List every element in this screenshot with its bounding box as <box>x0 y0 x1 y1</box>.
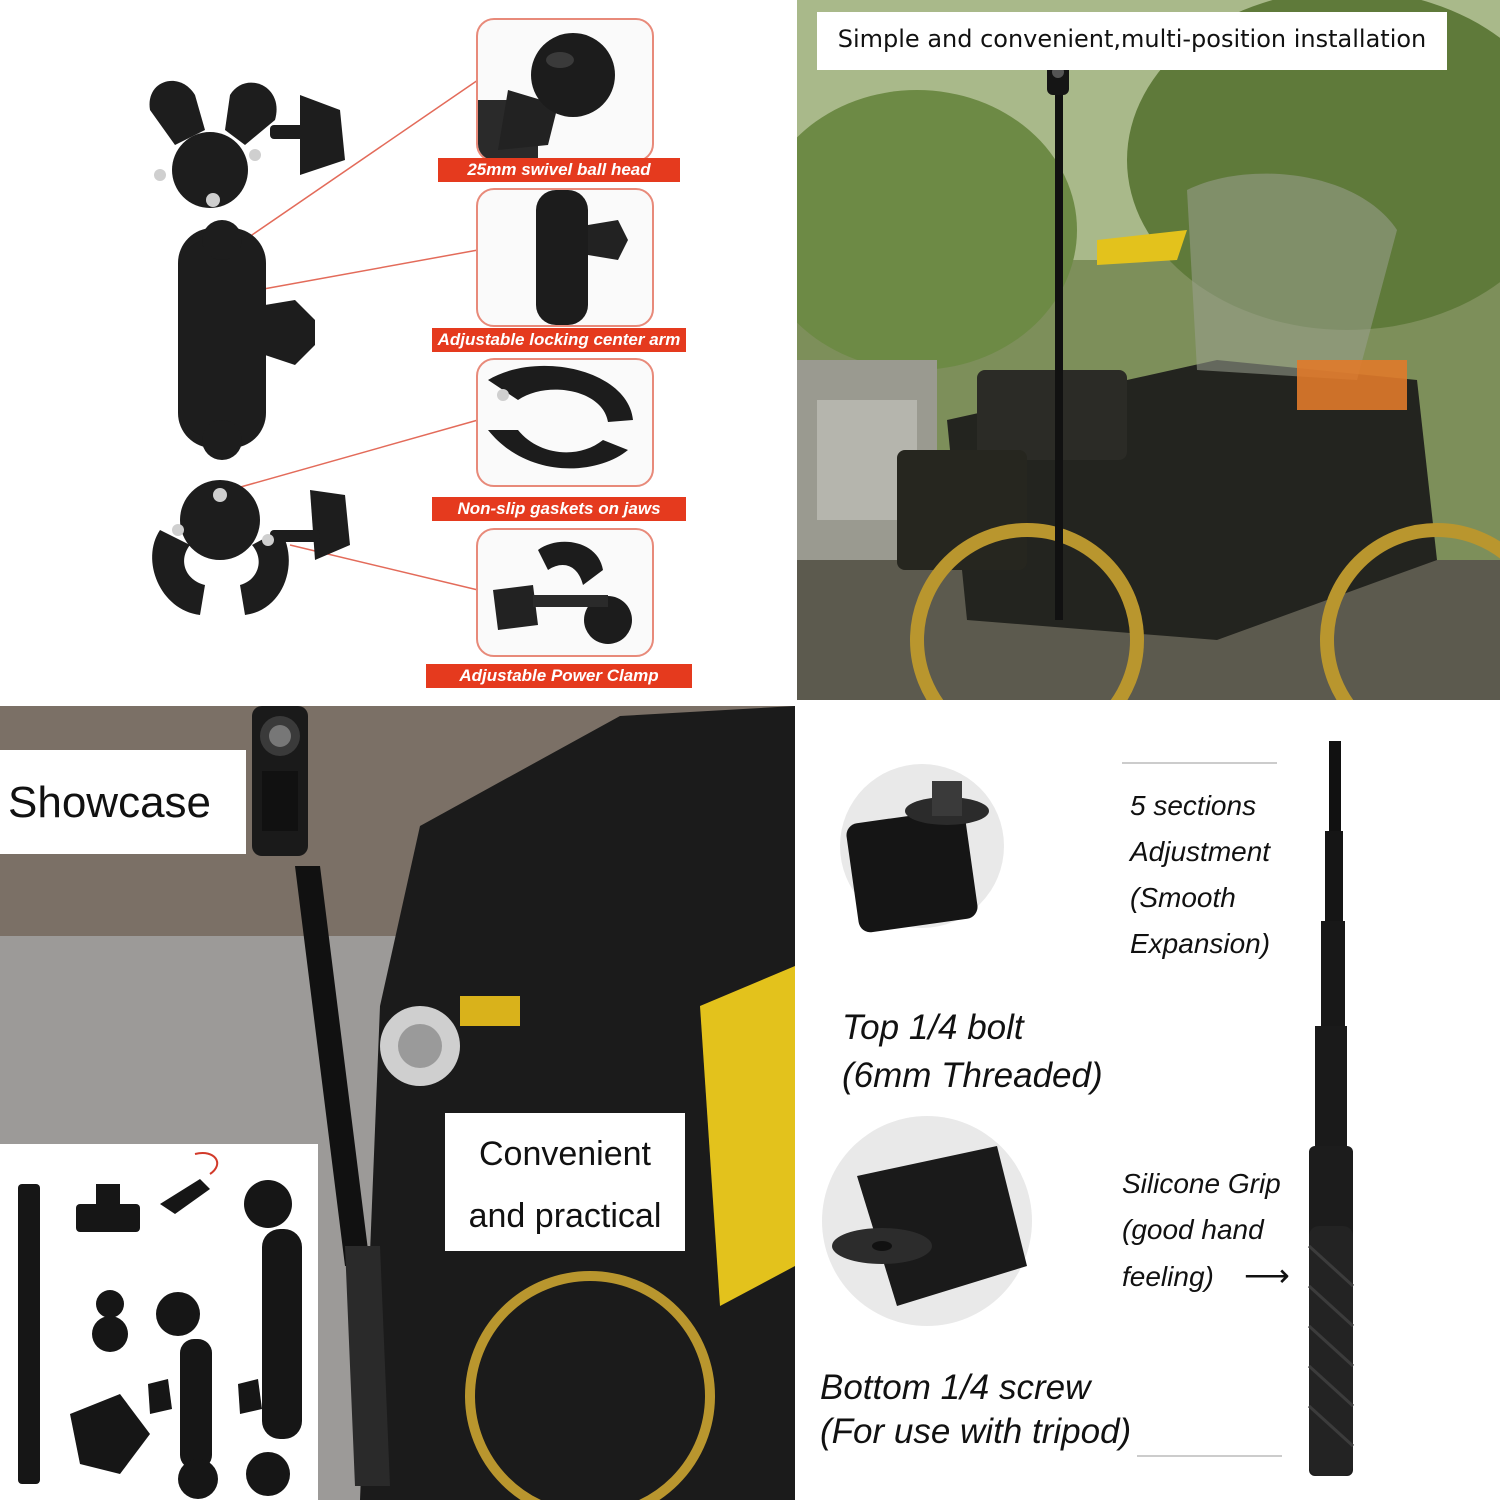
install-caption-box: Simple and convenient,multi-position ins… <box>817 12 1447 70</box>
sections-line-1: 5 sections <box>1130 790 1257 821</box>
extension-pole-details-panel: 5 sections Adjustment (Smooth Expansion)… <box>797 706 1500 1500</box>
showcase-scene <box>0 706 795 1500</box>
label-power-clamp: Adjustable Power Clamp <box>426 664 692 688</box>
kit-contents-icons <box>18 1152 302 1499</box>
grip-line-1: Silicone Grip <box>1122 1168 1281 1199</box>
label-center-arm: Adjustable locking center arm <box>432 328 686 352</box>
sections-line-4: Expansion) <box>1130 928 1271 959</box>
center-arm-icon <box>536 190 628 325</box>
label-ball-head: 25mm swivel ball head <box>438 158 680 182</box>
sections-line-2: Adjustment <box>1130 836 1271 867</box>
convenient-line-2: and practical <box>468 1197 662 1235</box>
top-bolt-line-1: Top 1/4 bolt <box>842 1008 1024 1047</box>
clamp-mount-illustration <box>149 79 479 615</box>
gasket-detail <box>476 358 654 487</box>
bottom-screw-line-2: (For use with tripod) <box>820 1412 1132 1451</box>
center-arm-detail <box>476 188 654 327</box>
convenient-caption-box: Convenient and practical <box>445 1113 685 1251</box>
showcase-photo: Showcase Convenient and practical <box>0 706 795 1500</box>
grip-line-3: feeling) <box>1122 1261 1214 1292</box>
label-gaskets: Non-slip gaskets on jaws <box>432 497 686 521</box>
top-bolt-line-2: (6mm Threaded) <box>842 1056 1103 1095</box>
power-clamp-icon <box>493 541 632 644</box>
convenient-line-1: Convenient <box>478 1135 651 1173</box>
showcase-title-box: Showcase <box>0 750 246 854</box>
upper-clamp <box>149 80 350 615</box>
sections-line-3: (Smooth <box>1130 882 1236 913</box>
bottom-screw-line-1: Bottom 1/4 screw <box>820 1368 1091 1407</box>
extension-pole-illustration <box>822 741 1355 1476</box>
grip-arrow-icon: ⟶ <box>1244 1257 1290 1293</box>
gasket-jaw-icon <box>488 365 633 469</box>
kit-contents-inset <box>0 1144 318 1500</box>
ball-head-detail <box>476 18 654 162</box>
showcase-title: Showcase <box>8 778 212 827</box>
power-clamp-detail <box>476 528 654 657</box>
motorcycle-install-photo: Simple and convenient,multi-position ins… <box>797 0 1500 700</box>
ball-head-icon <box>478 33 615 160</box>
grip-line-2: (good hand <box>1122 1214 1264 1245</box>
mount-diagram-panel: 25mm swivel ball head Adjustable locking… <box>0 0 795 700</box>
install-caption: Simple and convenient,multi-position ins… <box>837 25 1427 53</box>
motorcycle-scene <box>797 0 1500 700</box>
